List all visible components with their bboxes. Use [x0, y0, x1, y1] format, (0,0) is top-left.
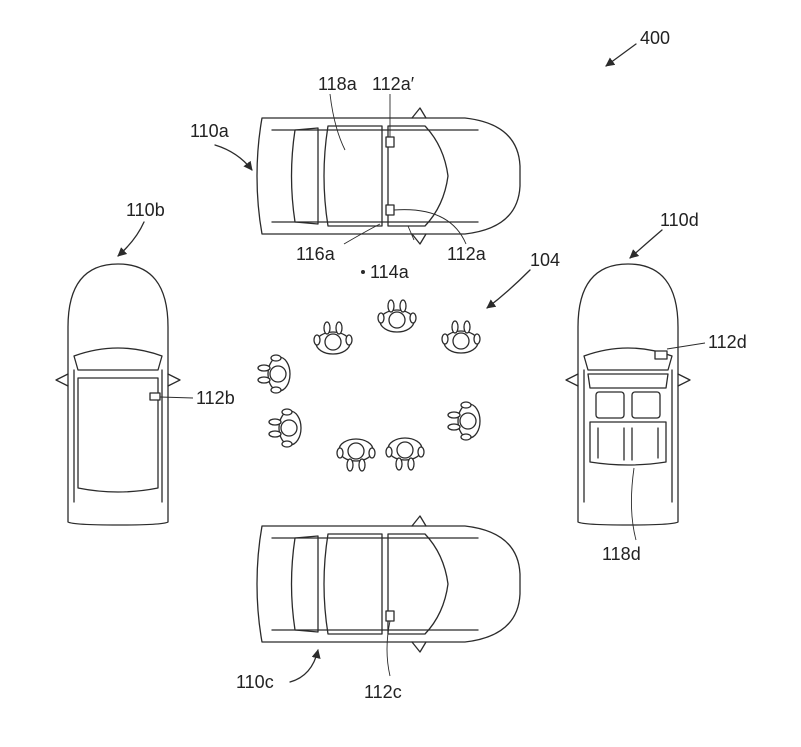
device-112b-label: 112b: [196, 388, 235, 408]
device-112c-leader: [386, 620, 391, 677]
door-116a-leader: [343, 223, 381, 245]
device-112d-marker: [654, 350, 668, 360]
vehicle-110b-arrow: [117, 221, 145, 257]
door-116a-label: 116a: [296, 244, 336, 264]
display-118d-label: 118d: [602, 544, 641, 564]
figure-number-arrow: [605, 43, 637, 67]
display-118a-leader: [329, 93, 346, 151]
device-112c-label: 112c: [364, 682, 402, 702]
vehicle-110b: [55, 263, 181, 526]
vehicle-110b-label: 110b: [126, 200, 165, 220]
crowd-104-arrow: [486, 269, 531, 309]
door-edge-tick: [407, 225, 415, 241]
device-112a-prime-label: 112a′: [372, 74, 415, 94]
device-112a-leader: [393, 209, 467, 245]
device-112a-label: 112a: [447, 244, 487, 264]
figure-number-label: 400: [640, 28, 670, 48]
vehicle-110c-arrow: [289, 649, 321, 683]
vehicle-110a-label: 110a: [190, 121, 230, 141]
device-112d-leader: [666, 342, 706, 350]
vehicle-110d-arrow: [629, 229, 663, 259]
point-114a-dot: [361, 270, 365, 274]
point-114a-label: 114a: [370, 262, 410, 282]
crowd-104: [257, 299, 481, 472]
display-118a-label: 118a: [318, 74, 358, 94]
vehicle-110a: [256, 107, 521, 245]
device-112d-label: 112d: [708, 332, 747, 352]
device-112a-prime-marker: [385, 136, 395, 148]
crowd-104-label: 104: [530, 250, 560, 270]
display-118d-leader: [630, 467, 637, 541]
vehicle-110a-arrow: [214, 144, 253, 171]
vehicle-110c-label: 110c: [236, 672, 274, 692]
device-112b-leader: [159, 396, 194, 399]
vehicle-110d-label: 110d: [660, 210, 699, 230]
device-112c-marker: [385, 610, 395, 622]
device-112a-marker: [385, 204, 395, 216]
vehicle-110d: [565, 263, 691, 526]
device-112b-marker: [149, 392, 161, 401]
